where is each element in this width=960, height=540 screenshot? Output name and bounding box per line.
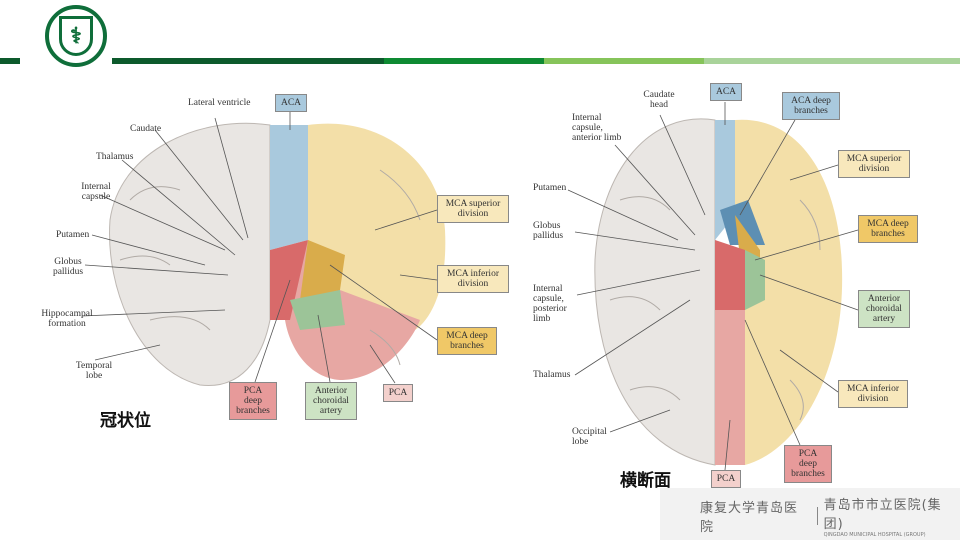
box-pca: PCA — [711, 470, 741, 488]
label-lateral-ventricle: Lateral ventricle — [188, 98, 251, 108]
label-hippocampal-formation: Hippocampal formation — [41, 309, 93, 329]
box-mca-superior: MCA superior division — [838, 150, 910, 178]
label-globus-pallidus: Globus pallidus — [52, 257, 84, 277]
header-bar — [704, 58, 960, 64]
label-ic-posterior-limb: Internal capsule, posterior limb — [533, 284, 567, 324]
footer-panel — [660, 488, 960, 540]
header-bar — [384, 58, 544, 64]
label-thalamus: Thalamus — [96, 152, 134, 162]
footer-left-name: 康复大学青岛医院 — [700, 501, 799, 535]
leader-lines — [81, 102, 859, 471]
coronal-title: 冠状位 — [100, 411, 151, 431]
axial-brain — [594, 118, 843, 466]
label-caudate: Caudate — [130, 124, 162, 134]
label-ic-anterior-limb: Internal capsule, anterior limb — [572, 113, 622, 143]
box-aca-deep: ACA deep branches — [782, 92, 840, 120]
label-temporal-lobe: Temporal lobe — [75, 361, 113, 381]
box-mca-deep: MCA deep branches — [858, 215, 918, 243]
axial-title: 横断面 — [620, 471, 671, 491]
label-globus-pallidus: Globus pallidus — [533, 221, 564, 241]
box-pca-deep: PCA deep branches — [784, 445, 832, 483]
label-occipital-lobe: Occipital lobe — [572, 427, 607, 447]
header-bar — [112, 58, 384, 64]
footer-right-name: 青岛市市立医院(集团) — [823, 498, 942, 532]
box-mca-deep: MCA deep branches — [437, 327, 497, 355]
hospital-logo: ⚕ — [45, 5, 107, 67]
box-pca-deep: PCA deep branches — [229, 382, 277, 420]
label-thalamus: Thalamus — [533, 370, 571, 380]
box-pca: PCA — [383, 384, 413, 402]
header-bar — [0, 58, 20, 64]
label-caudate-head: Caudate head — [643, 90, 675, 110]
box-anterior-choroidal: Anterior choroidal artery — [858, 290, 910, 328]
label-internal-capsule: Internal capsule — [81, 182, 111, 202]
label-putamen: Putamen — [533, 183, 567, 193]
caduceus-icon: ⚕ — [59, 16, 93, 56]
box-mca-superior: MCA superior division — [437, 195, 509, 223]
box-aca: ACA — [710, 83, 742, 101]
header-bar — [544, 58, 704, 64]
box-aca: ACA — [275, 94, 307, 112]
footer-branding: 康复大学青岛医院 青岛市市立医院(集团) QINGDAO MUNICIPAL H… — [700, 494, 960, 538]
box-mca-inferior: MCA inferior division — [437, 265, 509, 293]
footer-divider — [816, 507, 818, 525]
box-mca-inferior: MCA inferior division — [838, 380, 908, 408]
label-putamen: Putamen — [56, 230, 90, 240]
box-anterior-choroidal: Anterior choroidal artery — [305, 382, 357, 420]
coronal-brain — [109, 122, 446, 387]
footer-right-en: QINGDAO MUNICIPAL HOSPITAL (GROUP) — [823, 532, 926, 538]
